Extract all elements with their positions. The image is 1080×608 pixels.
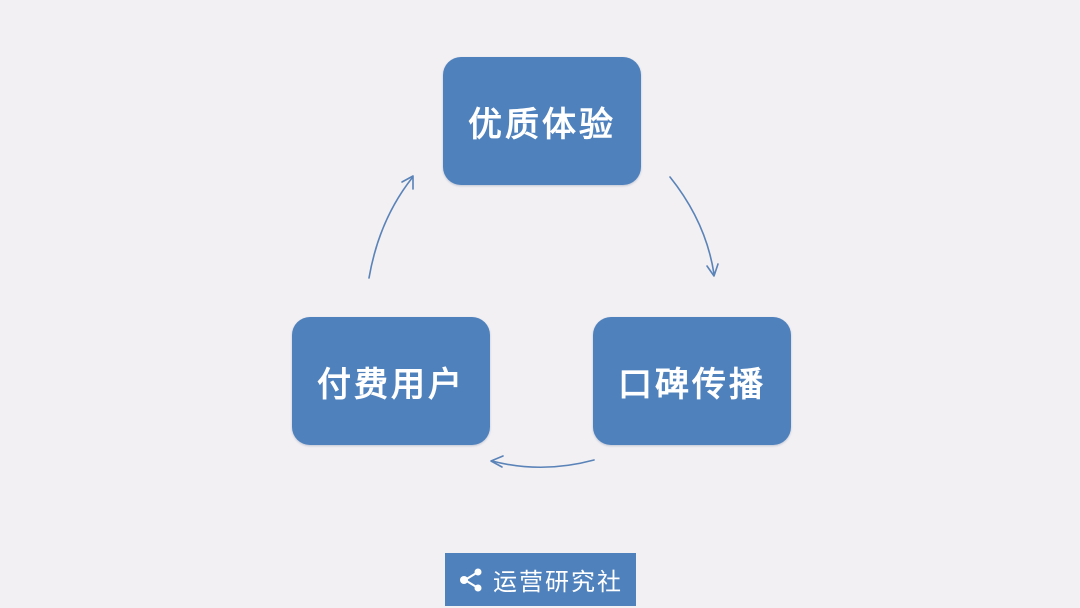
arrowhead-right-to-left: [490, 455, 504, 468]
node-top-label: 优质体验: [468, 104, 616, 145]
arrow-top-to-right: [669, 176, 715, 275]
node-right-label: 口碑传播: [618, 364, 766, 405]
node-left: 付费用户: [292, 317, 490, 445]
node-left-label: 付费用户: [317, 364, 465, 405]
brand-watermark: 运营研究社: [445, 553, 636, 606]
arrow-left-to-top: [368, 177, 413, 279]
share-icon: [460, 568, 482, 591]
arrowhead-top-to-right: [706, 263, 719, 277]
node-top: 优质体验: [443, 57, 641, 185]
arrowhead-left-to-top: [401, 175, 414, 190]
node-right: 口碑传播: [593, 317, 791, 445]
brand-label: 运营研究社: [493, 568, 623, 596]
arrow-right-to-left: [491, 459, 595, 469]
